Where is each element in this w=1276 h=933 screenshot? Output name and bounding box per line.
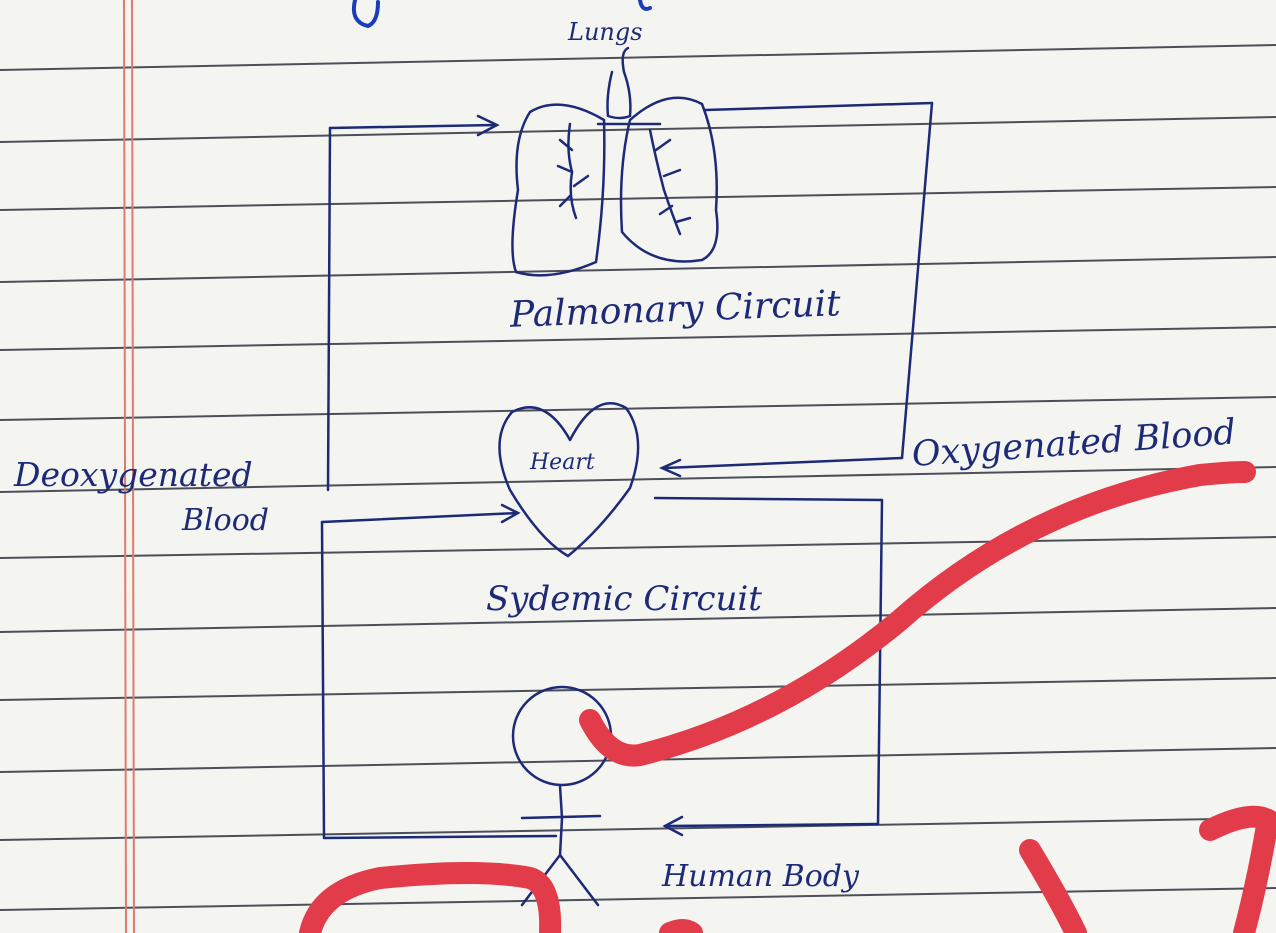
pulmonary-loop-left bbox=[328, 128, 330, 490]
rule-line bbox=[0, 117, 1276, 142]
pulmonary-loop-top-left bbox=[330, 125, 495, 128]
lungs-icon bbox=[512, 48, 717, 275]
deoxygenated-label-line1: Deoxygenated bbox=[14, 458, 253, 491]
torso bbox=[560, 818, 562, 855]
pulmonary-loop-bottom bbox=[665, 458, 902, 468]
rule-line bbox=[0, 257, 1276, 282]
rule-line bbox=[0, 397, 1276, 420]
systemic-loop-top-left bbox=[322, 513, 518, 522]
rule-line bbox=[0, 678, 1276, 700]
systemic-loop-top-right bbox=[655, 498, 882, 500]
heart-label: Heart bbox=[530, 452, 595, 474]
rule-line bbox=[0, 537, 1276, 558]
rule-line bbox=[0, 45, 1276, 70]
systemic-circuit-label: Sydemic Circuit bbox=[486, 582, 762, 616]
rule-line bbox=[0, 888, 1276, 910]
deoxygenated-label-line2: Blood bbox=[182, 506, 269, 536]
systemic-loop-bottom-left bbox=[324, 836, 556, 838]
human-body-label: Human Body bbox=[662, 862, 859, 892]
pulmonary-loop-right bbox=[902, 103, 932, 458]
neck bbox=[560, 786, 562, 818]
red-scribble bbox=[1210, 817, 1268, 933]
pulmonary-loop-top-right bbox=[705, 103, 932, 110]
systemic-loop-right bbox=[878, 500, 882, 824]
rule-line bbox=[0, 818, 1276, 840]
lungs-label: Lungs bbox=[568, 20, 643, 44]
rule-line bbox=[0, 187, 1276, 210]
systemic-loop-left bbox=[322, 522, 324, 838]
